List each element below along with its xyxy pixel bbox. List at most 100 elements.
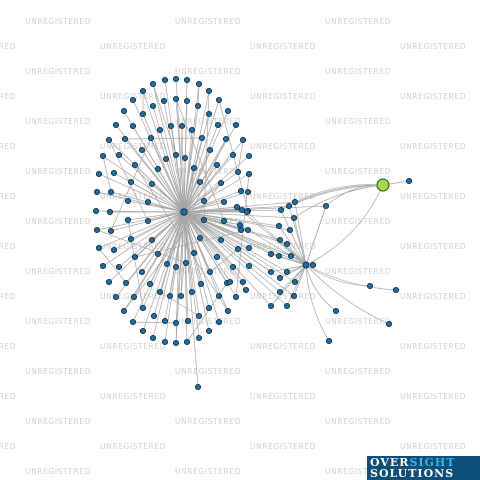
network-node	[290, 214, 298, 222]
cluster-edge	[305, 205, 327, 266]
network-node	[215, 292, 223, 300]
network-node	[105, 136, 113, 144]
network-node	[156, 126, 164, 134]
network-node	[144, 217, 152, 225]
network-node	[232, 293, 240, 301]
hub-edge	[127, 200, 185, 213]
hub-edge	[175, 98, 185, 213]
watermark-text: UNREGISTERED	[175, 467, 241, 476]
network-node	[217, 179, 225, 187]
hub-edge	[183, 181, 201, 213]
nodes-layer	[92, 75, 413, 391]
cluster-edge	[305, 264, 337, 312]
watermark-text: UNREGISTERED	[25, 417, 91, 426]
network-node	[234, 168, 242, 176]
network-node	[110, 246, 118, 254]
network-node	[229, 151, 237, 159]
network-node	[213, 253, 221, 261]
hub-edge	[149, 211, 185, 285]
hub-edge	[134, 164, 185, 213]
network-node	[172, 263, 180, 271]
cluster-edge	[293, 264, 307, 297]
hub-edge	[183, 124, 219, 213]
watermark-text: UNREGISTERED	[250, 142, 316, 151]
logo-word-sight: SIGHT	[409, 456, 456, 469]
watermark-text: UNREGISTERED	[250, 42, 316, 51]
hub-edge	[96, 211, 185, 231]
watermark-text: UNREGISTERED	[175, 367, 241, 376]
network-node	[196, 178, 204, 186]
hub-edge	[183, 155, 250, 213]
highlighted-node	[376, 178, 390, 192]
network-node	[226, 278, 234, 286]
network-node	[107, 227, 115, 235]
network-node	[154, 165, 162, 173]
hub-edge	[98, 173, 185, 213]
network-node	[197, 280, 205, 288]
network-node	[276, 274, 284, 282]
network-node	[206, 146, 214, 154]
watermark-text: UNREGISTERED	[325, 167, 391, 176]
network-node	[283, 302, 291, 310]
hub-edge	[183, 211, 210, 332]
network-node	[244, 188, 252, 196]
network-node	[276, 288, 284, 296]
network-node	[275, 252, 283, 260]
hub-cluster-edge	[183, 211, 241, 226]
network-node	[215, 318, 223, 326]
watermark-text: UNREGISTERED	[400, 192, 466, 201]
network-node	[184, 317, 192, 325]
hub-edge	[98, 211, 185, 249]
hub-edge	[130, 211, 185, 240]
hub-edge	[183, 167, 195, 213]
network-node	[291, 278, 299, 286]
network-node	[148, 236, 156, 244]
network-node	[129, 96, 137, 104]
logo-word-over: OVER	[370, 456, 410, 469]
ring-edge	[102, 155, 112, 193]
hub-edge	[175, 154, 185, 213]
network-node	[124, 197, 132, 205]
hub-edge	[141, 149, 185, 213]
network-node	[366, 282, 374, 290]
network-node	[107, 188, 115, 196]
cluster-edge	[246, 211, 307, 266]
network-node	[239, 278, 247, 286]
hub-cluster-edge	[183, 211, 288, 273]
network-node	[149, 102, 157, 110]
hub-edge	[183, 105, 199, 213]
network-node	[161, 76, 169, 84]
hub-edge	[181, 125, 185, 213]
watermark-text: UNREGISTERED	[25, 67, 91, 76]
watermark-text: UNREGISTERED	[400, 242, 466, 251]
network-node	[283, 240, 291, 248]
network-node	[229, 263, 237, 271]
network-node	[267, 250, 275, 258]
hub-edge	[150, 137, 185, 213]
network-node	[138, 146, 146, 154]
network-node	[286, 226, 294, 234]
network-node	[267, 302, 275, 310]
ring-edge	[96, 229, 187, 264]
network-node	[224, 307, 232, 315]
ring-edge	[197, 83, 200, 107]
network-node	[139, 110, 147, 118]
network-node	[110, 169, 118, 177]
watermark-text: UNREGISTERED	[0, 242, 16, 251]
hub-edge	[102, 155, 185, 213]
network-node	[99, 152, 107, 160]
hub-edge	[183, 99, 220, 213]
edges-layer	[95, 78, 410, 388]
hub-cluster-edge	[183, 211, 281, 293]
hub-cluster-edge	[183, 211, 291, 231]
watermark-layer: UNREGISTERED UNREGISTERED UNREGISTERED UNRE…	[0, 17, 466, 476]
watermark-text: UNREGISTERED	[25, 17, 91, 26]
cluster-edge	[278, 255, 307, 266]
network-node	[285, 202, 293, 210]
hub-node	[180, 208, 188, 216]
watermark-text: UNREGISTERED	[0, 442, 16, 451]
watermark-text: UNREGISTERED	[250, 192, 316, 201]
network-node	[245, 244, 253, 252]
network-node	[238, 206, 246, 214]
network-node	[195, 334, 203, 342]
